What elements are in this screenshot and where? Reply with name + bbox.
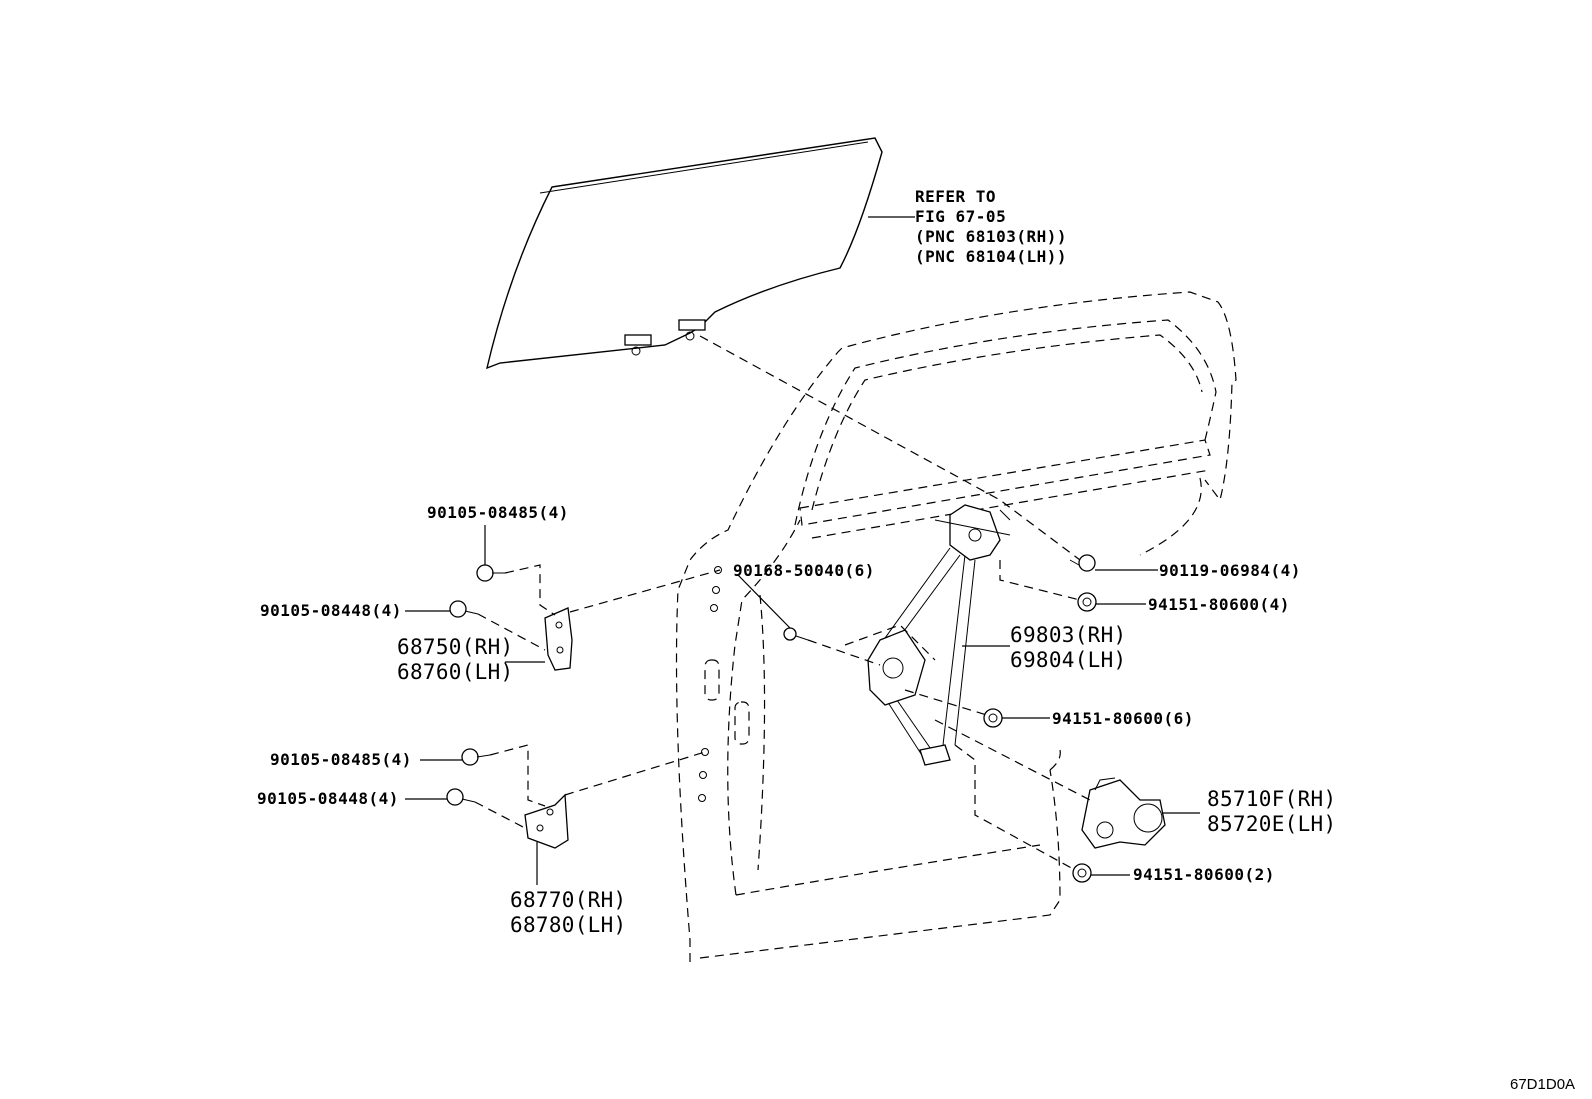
label-nut-lower: 94151-80600(2) <box>1133 865 1275 884</box>
reference-note-line-3: (PNC 68103(RH)) <box>915 227 1067 246</box>
label-bolt-upper-hinge-top: 90105-08485(4) <box>427 503 569 522</box>
assembly-lines <box>474 335 1091 871</box>
label-bolt-upper-hinge-side: 90105-08448(4) <box>260 601 402 620</box>
nut-upper <box>1077 592 1097 612</box>
label-nut-upper: 94151-80600(4) <box>1148 595 1290 614</box>
label-upper-hinge-rh: 68750(RH) <box>397 635 514 659</box>
label-lower-hinge-rh: 68770(RH) <box>510 888 627 912</box>
reference-note-line-4: (PNC 68104(LH)) <box>915 247 1067 266</box>
label-bolt-lower-hinge-side: 90105-08448(4) <box>257 789 399 808</box>
bolt-regulator-mount <box>783 627 809 641</box>
bolt-lower-hinge-top <box>461 748 491 766</box>
upper-hinge <box>544 607 573 671</box>
regulator-motor <box>1081 777 1166 849</box>
label-leader-lines <box>405 525 1158 876</box>
bolt-lower-hinge-side <box>446 788 476 806</box>
bolt-upper-hinge-top <box>476 564 505 582</box>
nut-lower <box>1072 863 1092 883</box>
label-bolt-glass-channel: 90119-06984(4) <box>1159 561 1301 580</box>
lower-hinge <box>524 793 569 849</box>
bolt-upper-hinge-side <box>449 600 479 618</box>
window-regulator <box>844 504 1011 766</box>
label-nut-middle: 94151-80600(6) <box>1052 709 1194 728</box>
figure-code: 67D1D0A <box>1510 1076 1575 1093</box>
door-panel <box>675 291 1237 962</box>
label-lower-hinge-lh: 68780(LH) <box>510 913 627 937</box>
reference-note-line-1: REFER TO <box>915 187 996 206</box>
reference-note-line-2: FIG 67-05 <box>915 207 1006 226</box>
label-bolt-lower-hinge-top: 90105-08485(4) <box>270 750 412 769</box>
label-window-regulator-lh: 69804(LH) <box>1010 648 1127 672</box>
nut-middle <box>983 708 1003 728</box>
bolt-glass-channel <box>1069 554 1096 572</box>
door-glass <box>486 137 883 370</box>
reference-note: REFER TO FIG 67-05 (PNC 68103(RH)) (PNC … <box>915 187 1067 266</box>
label-window-regulator-rh: 69803(RH) <box>1010 623 1127 647</box>
label-bolt-regulator-mount: 90168-50040(6) <box>733 561 875 580</box>
label-upper-hinge-lh: 68760(LH) <box>397 660 514 684</box>
label-regulator-motor-lh: 85720E(LH) <box>1207 812 1336 836</box>
label-regulator-motor-rh: 85710F(RH) <box>1207 787 1336 811</box>
